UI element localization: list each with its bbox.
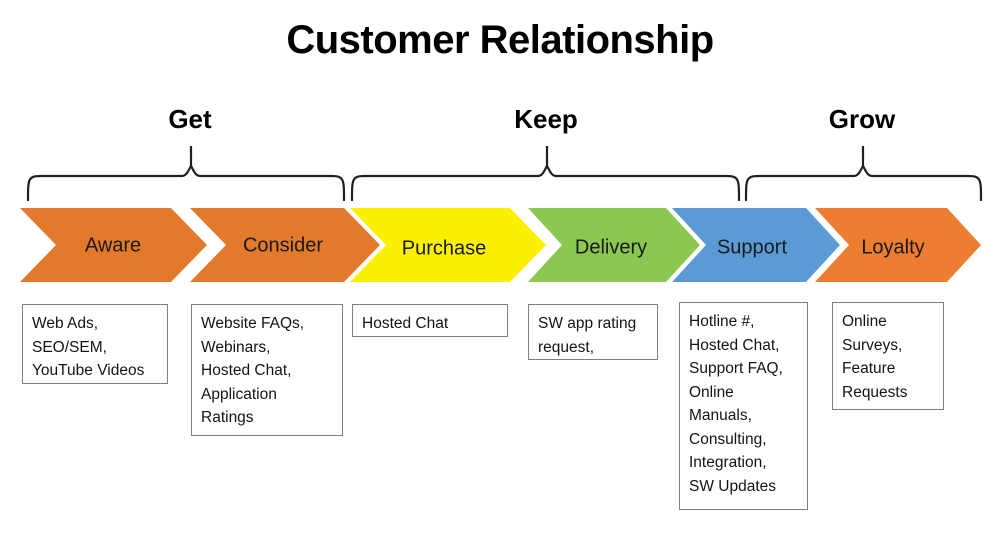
detail-box-support: Hotline #, Hosted Chat, Support FAQ, Onl… [679,302,808,510]
chevron-delivery[interactable] [528,208,700,282]
chevron-support[interactable] [672,208,840,282]
detail-box-loyalty: Online Surveys, Feature Requests [832,302,944,410]
detail-box-aware: Web Ads, SEO/SEM, YouTube Videos [22,304,168,384]
detail-box-purchase: Hosted Chat [352,304,508,337]
phase-label-get: Get [168,104,212,134]
chevron-aware[interactable] [20,208,207,282]
chevron-purchase[interactable] [350,208,546,282]
detail-box-delivery: SW app rating request, [528,304,658,360]
page-title: Customer Relationship [286,18,714,62]
phase-label-grow: Grow [828,104,896,134]
detail-box-consider: Website FAQs, Webinars, Hosted Chat, App… [191,304,343,436]
chevron-consider[interactable] [190,208,380,282]
chevron-loyalty[interactable] [815,208,981,282]
phase-label-keep: Keep [514,104,578,134]
